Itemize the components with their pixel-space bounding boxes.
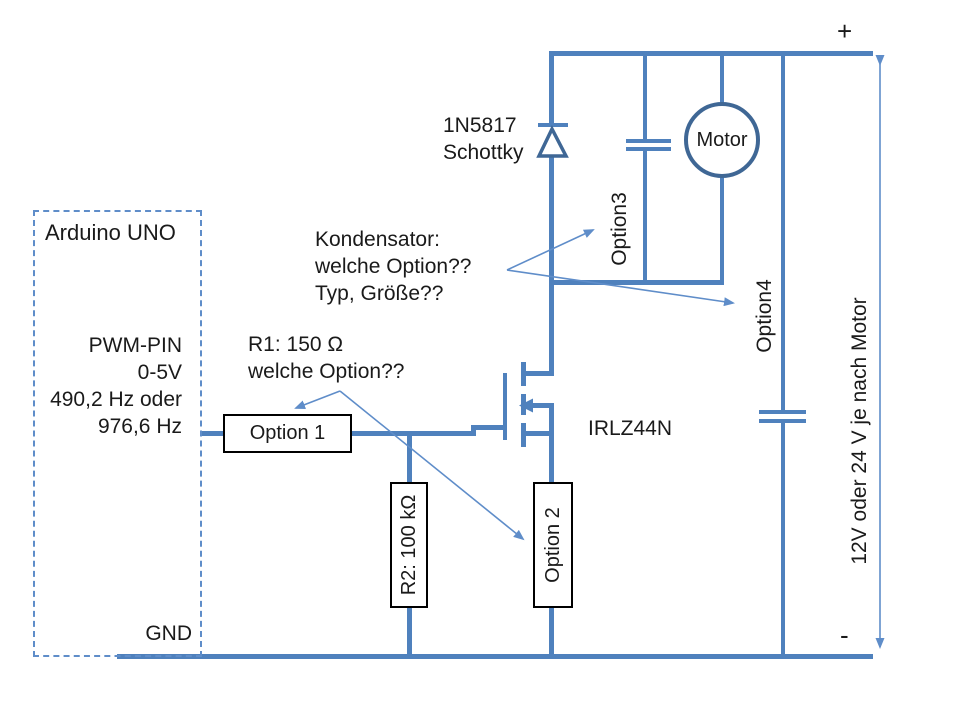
mosfet-drain-stub <box>523 371 554 376</box>
diode-line-1: 1N5817 <box>443 114 517 137</box>
motor-label: Motor <box>696 128 748 151</box>
arrow-r1-to-option2 <box>339 390 525 541</box>
diode-line-2: Schottky <box>443 141 524 164</box>
pwm-line-3: 490,2 Hz oder <box>50 388 182 411</box>
mosfet-gate-plate <box>503 373 507 440</box>
kondensator-note: Kondensator: welche Option?? Typ, Größe?… <box>315 226 471 307</box>
mid-branch-wire <box>550 280 724 285</box>
motor-lower-wire <box>720 177 724 283</box>
arduino-title: Arduino UNO <box>45 220 176 245</box>
gate-wire-end <box>471 425 507 430</box>
source-wire <box>549 403 554 482</box>
option2-bottom-wire <box>549 608 554 656</box>
diode-branch-upper-wire <box>549 51 554 125</box>
option2-box <box>533 482 573 608</box>
motor-upper-wire <box>720 51 724 103</box>
r1-note: R1: 150 Ω welche Option?? <box>248 331 404 385</box>
schottky-diode-symbol <box>536 125 569 158</box>
cap4-plate-bottom <box>759 419 806 423</box>
cap3-branch-lower-wire <box>643 151 647 283</box>
option4-label: Option4 <box>753 279 776 353</box>
arduino-board-outline <box>33 210 202 657</box>
option1-label: Option 1 <box>249 422 326 444</box>
gate-wire <box>352 431 476 436</box>
cap3-plate-bottom <box>626 147 671 151</box>
kondensator-line-1: Kondensator: <box>315 228 440 251</box>
pwm-wire <box>200 431 223 436</box>
cap4-branch-upper-wire <box>781 51 785 411</box>
gnd-label: GND <box>145 622 192 645</box>
r1-line-1: R1: 150 Ω <box>248 333 344 356</box>
drain-branch-lower-wire <box>549 156 554 375</box>
r2-top-wire <box>407 433 412 482</box>
r2-bottom-wire <box>407 608 412 656</box>
cap3-plate-top <box>626 139 671 143</box>
pwm-line-1: PWM-PIN <box>88 334 182 357</box>
mosfet-part-label: IRLZ44N <box>588 417 673 440</box>
option1-box: Option 1 <box>223 414 352 453</box>
voltage-label: 12V oder 24 V je nach Motor <box>848 297 871 565</box>
mosfet-channel-middle <box>521 394 526 415</box>
bottom-rail-wire <box>117 654 873 659</box>
cap4-plate-top <box>759 410 806 414</box>
option2-label: Option 2 <box>542 507 564 583</box>
kondensator-line-3: Typ, Größe?? <box>315 282 444 305</box>
kondensator-line-2: welche Option?? <box>315 255 472 278</box>
mosfet-source-stub <box>523 431 554 436</box>
pwm-line-2: 0-5V <box>137 361 182 384</box>
cap4-branch-lower-wire <box>781 423 785 656</box>
minus-sign: - <box>840 620 849 650</box>
arrow-r1-to-option1 <box>294 390 341 409</box>
option3-label: Option3 <box>608 192 631 266</box>
r2-label: R2: 100 kΩ <box>398 494 420 596</box>
mosfet-body-stub <box>531 403 554 408</box>
plus-sign: + <box>837 16 853 46</box>
motor-symbol: Motor <box>684 102 760 178</box>
diode-cathode-bar <box>538 123 568 127</box>
cap3-branch-upper-wire <box>643 51 647 139</box>
top-rail-wire <box>550 51 873 56</box>
diode-note: 1N5817 Schottky <box>443 112 524 166</box>
r1-line-2: welche Option?? <box>248 360 405 383</box>
pwm-line-4: 976,6 Hz <box>97 415 182 438</box>
pwm-pin-text: PWM-PIN 0-5V 490,2 Hz oder 976,6 Hz <box>40 332 182 440</box>
